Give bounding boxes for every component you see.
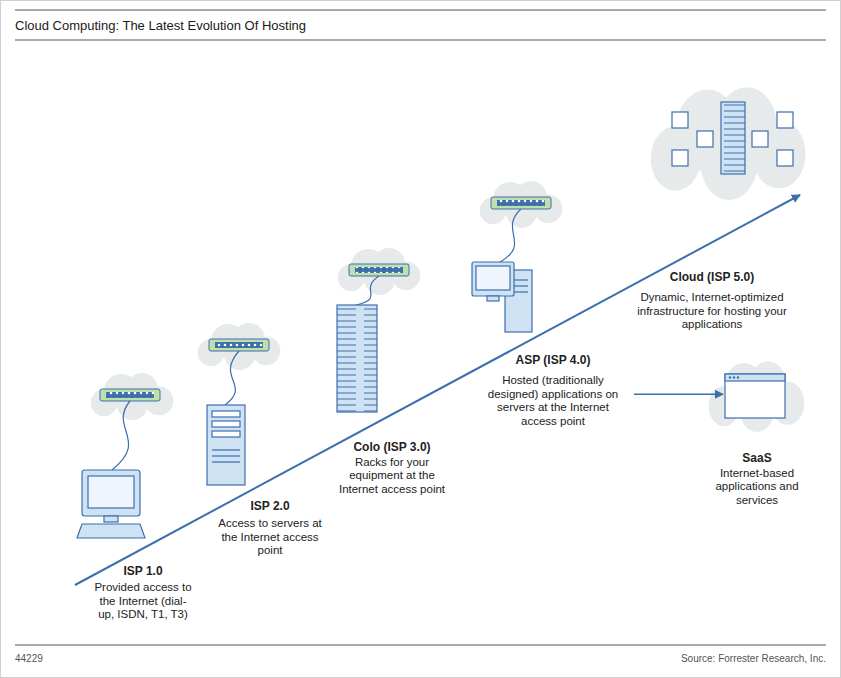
stage-heading: SaaS <box>742 452 771 466</box>
router-cloud <box>198 323 281 370</box>
footer-note: 44229 <box>15 652 43 666</box>
cloud-infrastructure <box>651 87 806 200</box>
stage-description: Racks for your equipment at the Internet… <box>330 456 455 497</box>
bottom-rule <box>15 645 826 646</box>
title-rule <box>15 40 826 41</box>
stage-description: Hosted (traditionally designed) applicat… <box>478 374 628 428</box>
application-server <box>472 262 532 332</box>
stage-heading: Colo (ISP 3.0) <box>353 441 430 455</box>
saas-arrow <box>634 393 723 395</box>
desktop-computer <box>77 470 145 538</box>
server-rack <box>337 305 377 412</box>
router-cloud <box>338 248 421 295</box>
stage-heading: ISP 2.0 <box>250 500 289 514</box>
saas-window <box>709 361 805 432</box>
stage-description: Access to servers at the Internet access… <box>213 517 328 558</box>
tower-server <box>207 405 245 485</box>
stage-description: Internet-based applications and services <box>702 467 812 508</box>
stage-heading: ASP (ISP 4.0) <box>516 354 591 368</box>
router-cloud <box>480 181 563 228</box>
evolution-arrow <box>75 195 800 585</box>
footer-note: Source: Forrester Research, Inc. <box>681 652 826 666</box>
network-wire <box>112 209 521 470</box>
router-cloud <box>91 373 174 420</box>
top-rule <box>15 10 826 11</box>
stage-description: Provided access to the Internet (dial-up… <box>93 581 193 622</box>
stage-description: Dynamic, Internet-optimized infrastructu… <box>632 291 792 332</box>
stage-heading: ISP 1.0 <box>123 565 162 579</box>
diagram-title: Cloud Computing: The Latest Evolution Of… <box>15 19 306 33</box>
stage-heading: Cloud (ISP 5.0) <box>670 271 754 285</box>
